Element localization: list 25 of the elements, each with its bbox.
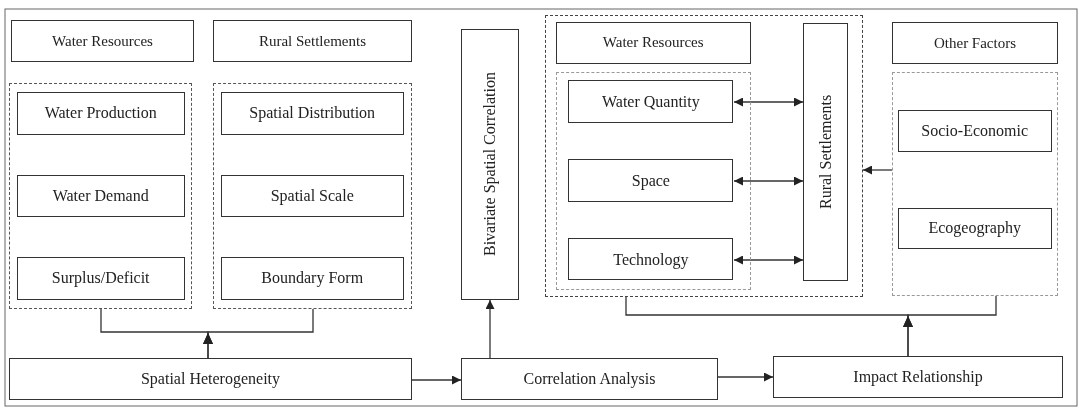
process-box: Surplus/Deficit [16,256,185,300]
group-box [545,15,863,297]
group-box [892,72,1058,296]
process-box: Bivariate Spatial Correlation [461,29,519,300]
process-box: Ecogeography [897,207,1052,249]
process-box: Technology [568,238,734,281]
header-box: Rural Settlements [213,20,412,62]
header-box: Water Resources [11,20,194,62]
process-box: Water Production [16,91,185,135]
process-box: Rural Settlements [802,22,848,281]
process-box: Water Quantity [568,80,734,124]
process-box: Spatial Scale [220,174,404,217]
process-box: Socio-Economic [897,109,1052,152]
process-box: Spatial Distribution [220,91,404,135]
process-box: Spatial Heterogeneity [9,358,412,400]
group-box [555,71,751,290]
process-box: Space [568,159,734,203]
process-box: Impact Relationship [773,356,1063,398]
header-box: Other Factors [892,22,1058,64]
group-box [9,83,192,309]
header-box: Water Resources [555,21,751,64]
process-box: Correlation Analysis [461,358,718,400]
process-box: Water Demand [16,174,185,217]
process-box: Boundary Form [220,256,404,300]
group-box [213,83,412,309]
